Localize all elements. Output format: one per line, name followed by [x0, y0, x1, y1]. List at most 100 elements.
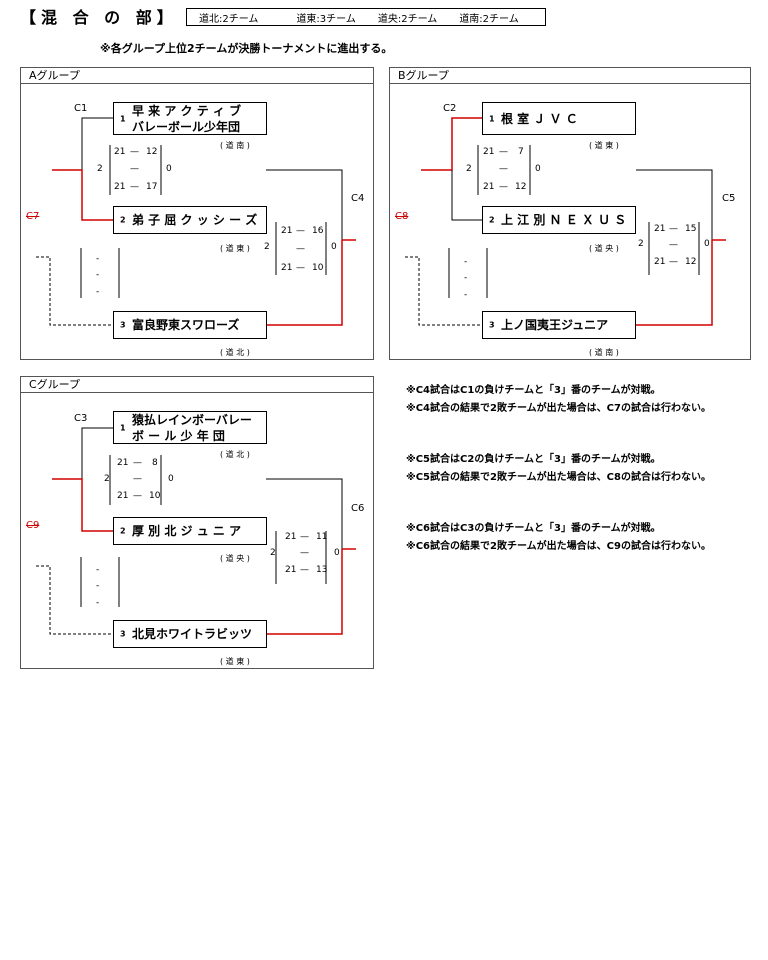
summary-donan: 道南:2チーム — [459, 13, 519, 25]
team-name: 北見ホワイトラビッツ — [132, 627, 253, 641]
match-c1-set1-dash: — — [133, 458, 142, 468]
summary-doboku: 道北:2チーム — [199, 13, 259, 25]
team-name: 上 江 別 Ｎ Ｅ Ｘ Ｕ Ｓ — [501, 213, 627, 227]
match-a1-set1-a: 21 — [114, 147, 126, 157]
match-c2-set1-dash: — — [300, 532, 309, 542]
team-seed: 1 — [489, 114, 495, 123]
team-seed: 3 — [120, 320, 126, 330]
team-b1-region: ( 道 東 ) — [589, 141, 619, 150]
team-seed: 1 — [120, 423, 126, 432]
match-c1-set2-b: 10 — [149, 491, 161, 501]
match-label-c7-struck: C7 — [26, 211, 40, 222]
match-b2-mid-dash: — — [669, 240, 678, 250]
team-seed: 2 — [489, 215, 495, 225]
team-name: 猿払レインボーバレー ボ ー ル 少 年 団 — [132, 412, 252, 443]
team-name: 厚 別 北 ジ ュ ニ ア — [132, 524, 242, 538]
match-label-c6: C6 — [351, 503, 365, 514]
match-b2-set2-a: 21 — [654, 257, 666, 267]
team-name: 上ノ国夷王ジュニア — [501, 318, 609, 332]
match-c2-set1-b: 11 — [316, 532, 328, 542]
match-a2-set2-a: 21 — [281, 263, 293, 273]
match-b3-set1: - — [464, 257, 468, 267]
match-b1-set1-a: 21 — [483, 147, 495, 157]
match-b1-sets-lost: 0 — [535, 164, 541, 174]
match-c1-sets-lost: 0 — [168, 474, 174, 484]
team-a2-region: ( 道 東 ) — [220, 244, 250, 253]
match-b2-set2-dash: — — [669, 257, 678, 267]
match-b2-set1-dash: — — [669, 224, 678, 234]
team-a3-region: ( 道 北 ) — [220, 348, 250, 357]
match-a2-set1-a: 21 — [281, 226, 293, 236]
team-c2-region: ( 道 央 ) — [220, 554, 250, 563]
match-c1-mid-dash: — — [133, 474, 142, 484]
match-a2-mid-dash: — — [296, 244, 305, 254]
match-b1-set2-b: 12 — [515, 182, 527, 192]
match-c1-set2-a: 21 — [117, 491, 129, 501]
group-b-panel: Bグループ — [389, 67, 751, 360]
match-c2-set2-dash: — — [300, 565, 309, 575]
note-c4-1: ※C4試合はC1の負けチームと「3」番のチームが対戦。 — [406, 385, 661, 396]
team-seed: 2 — [120, 215, 126, 225]
team-a1-region: ( 道 南 ) — [220, 141, 250, 150]
match-c1-sets-won: 2 — [104, 474, 110, 484]
team-seed: 3 — [120, 629, 126, 639]
team-seed: 1 — [120, 114, 126, 123]
match-a1-sets-lost: 0 — [166, 164, 172, 174]
group-c-title: Cグループ — [21, 377, 373, 393]
match-label-c4: C4 — [351, 193, 365, 204]
team-b2-region: ( 道 央 ) — [589, 244, 619, 253]
match-label-c9-struck: C9 — [26, 520, 40, 531]
match-b1-set2-dash: — — [499, 182, 508, 192]
group-c-panel: Cグループ — [20, 376, 374, 669]
match-a3-set1: - — [96, 254, 100, 264]
match-c1-set1-b: 8 — [152, 458, 158, 468]
team-a2: 2 弟 子 屈 ク ッ シ ー ズ — [113, 206, 267, 234]
match-label-c3: C3 — [74, 413, 88, 424]
match-label-c2: C2 — [443, 103, 457, 114]
match-c3-set2: - — [96, 581, 100, 591]
team-b3: 3 上ノ国夷王ジュニア — [482, 311, 636, 339]
team-c1: 1 猿払レインボーバレー ボ ー ル 少 年 団 — [113, 411, 267, 444]
team-name: 富良野東スワローズ — [132, 318, 240, 332]
team-c2: 2 厚 別 北 ジ ュ ニ ア — [113, 517, 267, 545]
page-title: 【混 合 の 部】 — [20, 8, 178, 27]
match-c3-set1: - — [96, 565, 100, 575]
match-a1-mid-dash: — — [130, 164, 139, 174]
group-a-title: Aグループ — [21, 68, 373, 84]
match-c1-set2-dash: — — [133, 491, 142, 501]
team-seed: 2 — [120, 526, 126, 536]
match-b3-set3: - — [464, 290, 468, 300]
note-c6-2: ※C6試合の結果で2敗チームが出た場合は、C9の試合は行わない。 — [406, 541, 711, 552]
group-a-panel: Aグループ — [20, 67, 374, 360]
match-b1-set1-b: 7 — [518, 147, 524, 157]
match-a2-set2-dash: — — [296, 263, 305, 273]
note-c5-1: ※C5試合はC2の負けチームと「3」番のチームが対戦。 — [406, 454, 661, 465]
match-b2-sets-won: 2 — [638, 239, 644, 249]
summary-doo: 道央:2チーム — [377, 13, 438, 25]
match-a3-set3: - — [96, 287, 100, 297]
match-c3-set3: - — [96, 598, 100, 608]
note-c6-1: ※C6試合はC3の負けチームと「3」番のチームが対戦。 — [406, 523, 661, 534]
team-name: 早 来 ア ク テ ィ ブ バレーボール少年団 — [132, 103, 242, 134]
match-c2-set1-a: 21 — [285, 532, 297, 542]
match-a1-set2-b: 17 — [146, 182, 158, 192]
match-a2-set2-b: 10 — [312, 263, 324, 273]
match-a1-set2-a: 21 — [114, 182, 126, 192]
match-c1-set1-a: 21 — [117, 458, 129, 468]
match-a3-set2: - — [96, 270, 100, 280]
match-b1-set1-dash: — — [499, 147, 508, 157]
match-a1-set1-dash: — — [130, 147, 139, 157]
match-b2-set1-a: 21 — [654, 224, 666, 234]
team-c1-region: ( 道 北 ) — [220, 450, 250, 459]
note-c4-2: ※C4試合の結果で2敗チームが出た場合は、C7の試合は行わない。 — [406, 403, 711, 414]
team-seed: 3 — [489, 320, 495, 330]
advancement-note: ※各グループ上位2チームが決勝トーナメントに進出する。 — [100, 42, 393, 55]
match-label-c5: C5 — [722, 193, 736, 204]
note-c5-2: ※C5試合の結果で2敗チームが出た場合は、C8の試合は行わない。 — [406, 472, 711, 483]
team-b1: 1 根 室 Ｊ Ｖ Ｃ — [482, 102, 636, 135]
match-a1-set2-dash: — — [130, 182, 139, 192]
match-b1-sets-won: 2 — [466, 164, 472, 174]
match-a2-sets-lost: 0 — [331, 242, 337, 252]
match-b2-sets-lost: 0 — [704, 239, 710, 249]
match-label-c8-struck: C8 — [395, 211, 409, 222]
